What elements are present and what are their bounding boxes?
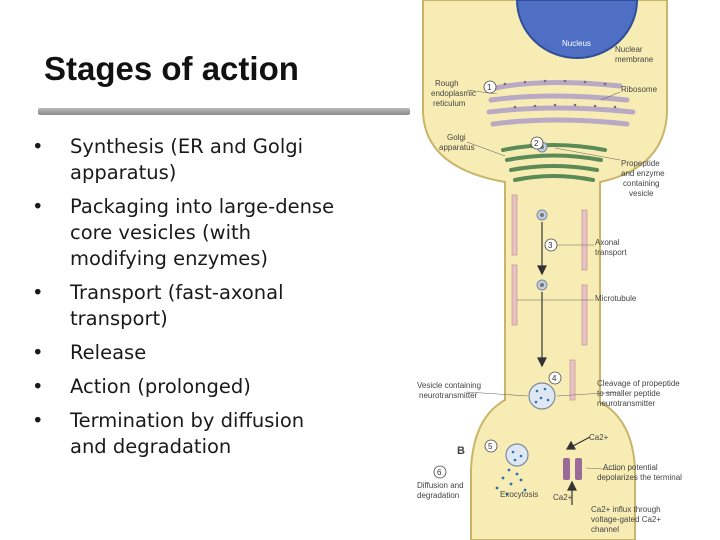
label-propeptide-1: Propeptide xyxy=(621,159,660,168)
neurotransmitter-vesicle xyxy=(528,382,556,410)
bullet-packaging: Packaging into large-dense core vesicles… xyxy=(32,194,342,272)
transport-arrows xyxy=(537,222,547,368)
bullet-action: Action (prolonged) xyxy=(32,374,342,400)
bullet-release: Release xyxy=(32,340,342,366)
label-influx-3: channel xyxy=(591,525,619,534)
calcium-channel-shape xyxy=(563,458,582,480)
label-cleavage-2: to smaller peptide xyxy=(597,389,661,398)
label-propeptide-3: containing xyxy=(623,179,659,188)
rough-er-shape xyxy=(486,79,636,127)
step-2: 2 xyxy=(534,139,539,148)
label-axonal-2: transport xyxy=(595,248,627,257)
released-peptides xyxy=(495,450,527,496)
label-cleavage-1: Cleavage of propeptide xyxy=(597,379,680,388)
label-golgi-2: apparatus xyxy=(439,143,475,152)
label-action-potential-2: depolarizes the terminal xyxy=(597,473,682,482)
step-3: 3 xyxy=(548,241,553,250)
bullet-list: Synthesis (ER and Golgi apparatus) Packa… xyxy=(32,134,342,468)
label-diffusion-1: Diffusion and xyxy=(417,481,464,490)
bullet-termination: Termination by diffusion and degradation xyxy=(32,408,342,460)
step-4: 4 xyxy=(552,374,557,383)
label-nuclear-membrane-1: Nuclear xyxy=(615,45,643,54)
label-microtubule: Microtubule xyxy=(595,294,637,303)
label-ca-bottom: Ca2+ xyxy=(553,493,573,502)
label-vesicle-nt-2: neurotransmitter xyxy=(419,391,478,400)
label-propeptide-4: vesicle xyxy=(629,189,654,198)
label-ribosome: Ribosome xyxy=(621,85,658,94)
label-golgi-1: Golgi xyxy=(447,133,466,142)
label-influx-1: Ca2+ influx through xyxy=(591,505,661,514)
label-vesicle-nt-1: Vesicle containing xyxy=(417,381,481,390)
nucleus-shape xyxy=(515,0,639,59)
bullet-synthesis: Synthesis (ER and Golgi apparatus) xyxy=(32,134,342,186)
label-rough-er-2: endoplasmic xyxy=(431,89,476,98)
label-action-potential-1: Action potential xyxy=(603,463,658,472)
ribosome-dots xyxy=(503,79,617,109)
bullet-transport: Transport (fast-axonal transport) xyxy=(32,280,342,332)
transport-vesicle-cores xyxy=(540,145,544,287)
label-influx-2: voltage-gated Ca2+ xyxy=(591,515,661,524)
calcium-arrows xyxy=(565,436,591,505)
step-5: 5 xyxy=(488,442,493,451)
label-propeptide-2: and enzyme xyxy=(621,169,665,178)
label-diffusion-2: degradation xyxy=(417,491,459,500)
label-rough-er-1: Rough xyxy=(435,79,459,88)
slide-title: Stages of action xyxy=(44,50,299,87)
label-nucleus: Nucleus xyxy=(562,39,591,48)
leader-lines xyxy=(466,89,621,471)
terminal-vesicle xyxy=(505,443,529,467)
microtubules xyxy=(511,194,588,401)
step-circles xyxy=(433,80,562,479)
label-b: B xyxy=(457,445,465,457)
title-divider xyxy=(38,108,410,115)
golgi-shape xyxy=(501,143,607,182)
label-rough-er-3: reticulum xyxy=(433,99,466,108)
label-exocytosis: Exocytosis xyxy=(500,490,538,499)
neuron-outline xyxy=(422,0,668,540)
label-axonal-1: Axonal xyxy=(595,238,620,247)
label-ca-top: Ca2+ xyxy=(589,433,609,442)
step-6: 6 xyxy=(437,468,442,477)
neuropeptide-diagram: 1 2 3 4 5 6 Nucleus Nuclear membrane Rou… xyxy=(417,0,682,540)
vesicle-contents xyxy=(534,387,550,404)
label-cleavage-3: neurotransmitter xyxy=(597,399,656,408)
label-nuclear-membrane-2: membrane xyxy=(615,55,654,64)
step-1: 1 xyxy=(487,83,492,92)
